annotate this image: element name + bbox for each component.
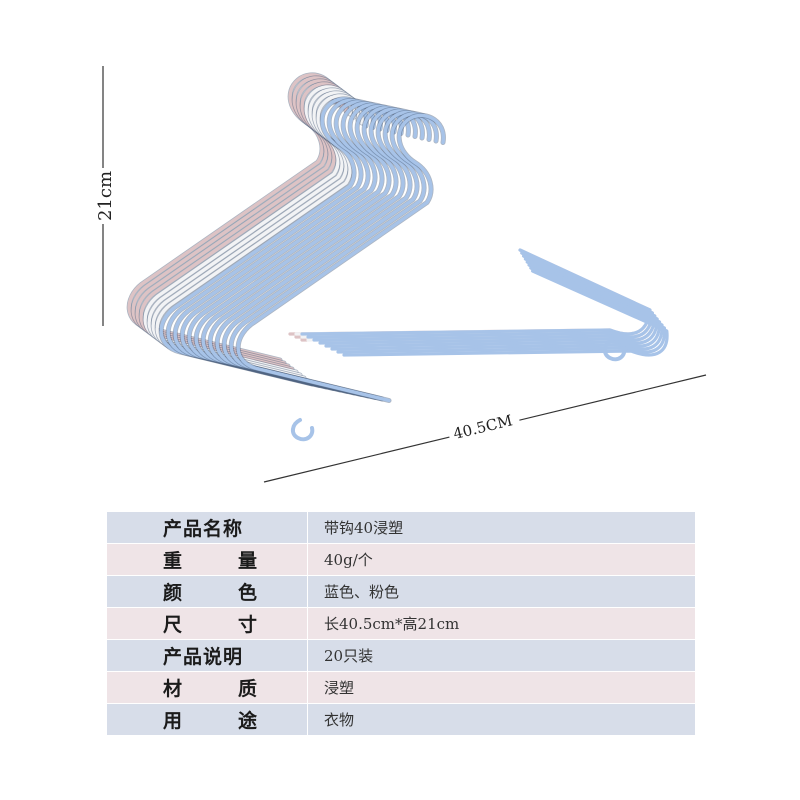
spec-label-char: 材	[163, 678, 183, 700]
spec-value: 20只装	[307, 639, 695, 672]
spec-label-char: 用	[163, 710, 183, 732]
spec-label: 颜色	[107, 575, 308, 608]
hanger	[214, 108, 425, 399]
hanger-bar	[336, 266, 667, 354]
spec-label: 尺寸	[107, 607, 308, 640]
spec-label: 用途	[107, 703, 308, 736]
spec-label: 重量	[107, 543, 308, 576]
hanger-hook	[603, 338, 627, 362]
spec-label: 产品说明	[107, 639, 308, 672]
hanger	[228, 111, 439, 402]
spec-value: 40g/个	[307, 543, 695, 576]
spec-row: 尺寸长40.5cm*高21cm	[107, 607, 695, 640]
spec-value: 长40.5cm*高21cm	[307, 607, 695, 640]
hanger	[172, 99, 383, 390]
spec-row: 产品名称 带钩40浸塑	[107, 512, 695, 544]
spec-row: 用途衣物	[107, 703, 695, 736]
spec-label: 材质	[107, 671, 308, 704]
hanger-hook	[291, 418, 315, 442]
spec-label-text: 产品名称	[163, 518, 244, 540]
hanger-bar	[342, 269, 669, 357]
hanger	[235, 113, 446, 403]
hanger	[207, 107, 418, 397]
hanger-bar	[324, 260, 662, 348]
hanger	[221, 110, 432, 400]
spec-label-char: 尺	[163, 614, 183, 636]
hanger-bar	[300, 248, 652, 336]
spec-value: 衣物	[307, 703, 695, 736]
spec-value: 带钩40浸塑	[307, 512, 695, 544]
spec-row: 颜色蓝色、粉色	[107, 575, 695, 608]
hanger-bar	[306, 251, 654, 339]
spec-label-text: 重量	[163, 546, 257, 573]
spec-label-char: 量	[237, 550, 257, 572]
hanger	[158, 96, 369, 387]
hanger-product-figure: 21cm 40.5CM	[95, 66, 707, 483]
hanger-bar	[318, 257, 659, 345]
spec-label-char: 途	[237, 710, 257, 732]
spec-label-char: 重	[163, 550, 183, 572]
hanger	[165, 98, 376, 388]
spec-label-text: 用途	[163, 706, 257, 733]
spec-label-char: 颜	[163, 582, 183, 604]
spec-label-char: 质	[237, 678, 257, 700]
height-dimension-label: 21cm	[95, 171, 116, 221]
hanger	[193, 104, 404, 394]
spec-label-char: 色	[237, 582, 257, 604]
spec-label-text: 产品说明	[163, 646, 244, 668]
hanger	[186, 102, 397, 393]
hanger-bar	[330, 263, 664, 351]
spec-label-char: 寸	[237, 614, 257, 636]
spec-value: 蓝色、粉色	[307, 575, 695, 608]
hanger-bar	[312, 254, 657, 342]
hanger	[179, 101, 390, 391]
spec-label-text: 尺寸	[163, 610, 257, 637]
spec-label-text: 颜色	[163, 578, 257, 605]
spec-row: 材质浸塑	[107, 671, 695, 704]
spec-label: 产品名称	[107, 512, 308, 544]
spec-row: 产品说明 20只装	[107, 639, 695, 672]
spec-label-text: 材质	[163, 674, 257, 701]
hanger-stack-illustration	[126, 72, 669, 442]
spec-value: 浸塑	[307, 671, 695, 704]
hanger	[200, 105, 411, 396]
